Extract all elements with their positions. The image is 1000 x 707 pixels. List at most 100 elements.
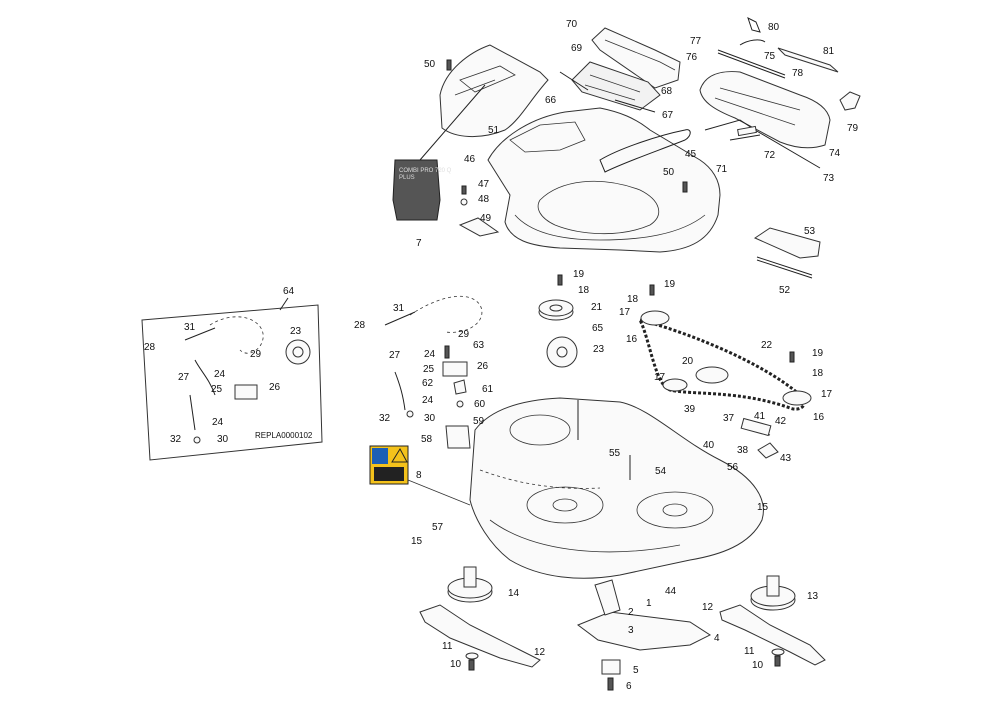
inset-frame	[141, 304, 323, 461]
callout-72: 72	[764, 150, 776, 161]
callout-19: 19	[664, 279, 676, 290]
callout-16: 16	[626, 334, 638, 345]
callout-43: 43	[780, 453, 792, 464]
callout-2: 2	[628, 607, 634, 618]
callout-19: 19	[573, 269, 585, 280]
blade-12-left	[419, 604, 541, 668]
callout-52: 52	[779, 285, 791, 296]
safety-decal-8	[369, 445, 471, 506]
callout-62: 62	[422, 378, 434, 389]
callout-11: 11	[744, 646, 755, 657]
callout-10: 10	[450, 659, 462, 670]
callout-24: 24	[424, 349, 436, 360]
callout-17: 17	[821, 389, 833, 400]
callout-12: 12	[534, 647, 546, 658]
callout-17: 17	[619, 307, 631, 318]
blade-assembly	[419, 566, 826, 691]
callout-38: 38	[737, 445, 749, 456]
callout-24: 24	[212, 417, 224, 428]
callout-18: 18	[812, 368, 824, 379]
frame-68	[571, 61, 661, 111]
blade-12-right	[719, 604, 826, 666]
callout-23: 23	[290, 326, 302, 337]
callout-21: 21	[591, 302, 603, 313]
mower-deck	[469, 397, 764, 579]
callout-15: 15	[411, 536, 423, 547]
callout-51: 51	[488, 125, 500, 136]
callout-65: 65	[592, 323, 604, 334]
callout-54: 54	[655, 466, 667, 477]
callout-48: 48	[478, 194, 490, 205]
callout-64: 64	[283, 286, 295, 297]
callout-12: 12	[702, 602, 714, 613]
pulley-belt-assembly	[538, 274, 812, 459]
callout-81: 81	[823, 46, 835, 57]
callout-67: 67	[662, 110, 674, 121]
callout-11: 11	[442, 641, 453, 652]
callout-20: 20	[682, 356, 694, 367]
bracket-53	[753, 227, 821, 259]
callout-30: 30	[424, 413, 436, 424]
callout-25: 25	[423, 364, 435, 375]
callout-53: 53	[804, 226, 816, 237]
decal-line1: COMBI PRO 720 Q	[399, 168, 452, 174]
hood-cover-51	[439, 44, 549, 138]
callout-50: 50	[663, 167, 675, 178]
callout-24: 24	[214, 369, 226, 380]
callout-50: 50	[424, 59, 436, 70]
callout-18: 18	[578, 285, 590, 296]
callout-19: 19	[812, 348, 824, 359]
callout-76: 76	[686, 52, 698, 63]
inset-panel-64: REPLA0000102	[141, 297, 323, 461]
decal-line2: PLUS	[399, 175, 415, 181]
callout-26: 26	[477, 361, 489, 372]
callout-22: 22	[761, 340, 773, 351]
cover-70	[591, 27, 681, 89]
callout-31: 31	[393, 303, 405, 314]
callout-44: 44	[665, 586, 677, 597]
callout-78: 78	[792, 68, 804, 79]
callout-71: 71	[716, 164, 728, 175]
callout-28: 28	[144, 342, 156, 353]
callout-28: 28	[354, 320, 366, 331]
callout-75: 75	[764, 51, 776, 62]
callout-6: 6	[626, 681, 632, 692]
callout-14: 14	[508, 588, 520, 599]
callout-31: 31	[184, 322, 196, 333]
callout-74: 74	[829, 148, 841, 159]
callout-18: 18	[627, 294, 639, 305]
callout-8: 8	[416, 470, 422, 481]
callout-60: 60	[474, 399, 486, 410]
callout-37: 37	[723, 413, 735, 424]
callout-15: 15	[757, 502, 769, 513]
callout-29: 29	[250, 349, 262, 360]
callout-13: 13	[807, 591, 819, 602]
callout-77: 77	[690, 36, 702, 47]
callout-58: 58	[421, 434, 433, 445]
callout-66: 66	[545, 95, 557, 106]
callout-1: 1	[646, 598, 652, 609]
callout-69: 69	[571, 43, 583, 54]
callout-25: 25	[211, 384, 223, 395]
callout-45: 45	[685, 149, 697, 160]
callout-41: 41	[754, 411, 766, 422]
callout-73: 73	[823, 173, 835, 184]
callout-40: 40	[703, 440, 715, 451]
callout-59: 59	[473, 416, 485, 427]
callout-57: 57	[432, 522, 444, 533]
callout-46: 46	[464, 154, 476, 165]
panel-74	[699, 71, 831, 149]
callout-61: 61	[482, 384, 494, 395]
callout-26: 26	[269, 382, 281, 393]
callout-16: 16	[813, 412, 825, 423]
body-shell-46	[487, 107, 721, 253]
callout-27: 27	[389, 350, 401, 361]
linkage-assembly	[384, 295, 483, 449]
callout-29: 29	[458, 329, 470, 340]
belt-22	[637, 317, 806, 411]
callout-32: 32	[379, 413, 391, 424]
callout-79: 79	[847, 123, 859, 134]
callout-23: 23	[593, 344, 605, 355]
callout-32: 32	[170, 434, 182, 445]
